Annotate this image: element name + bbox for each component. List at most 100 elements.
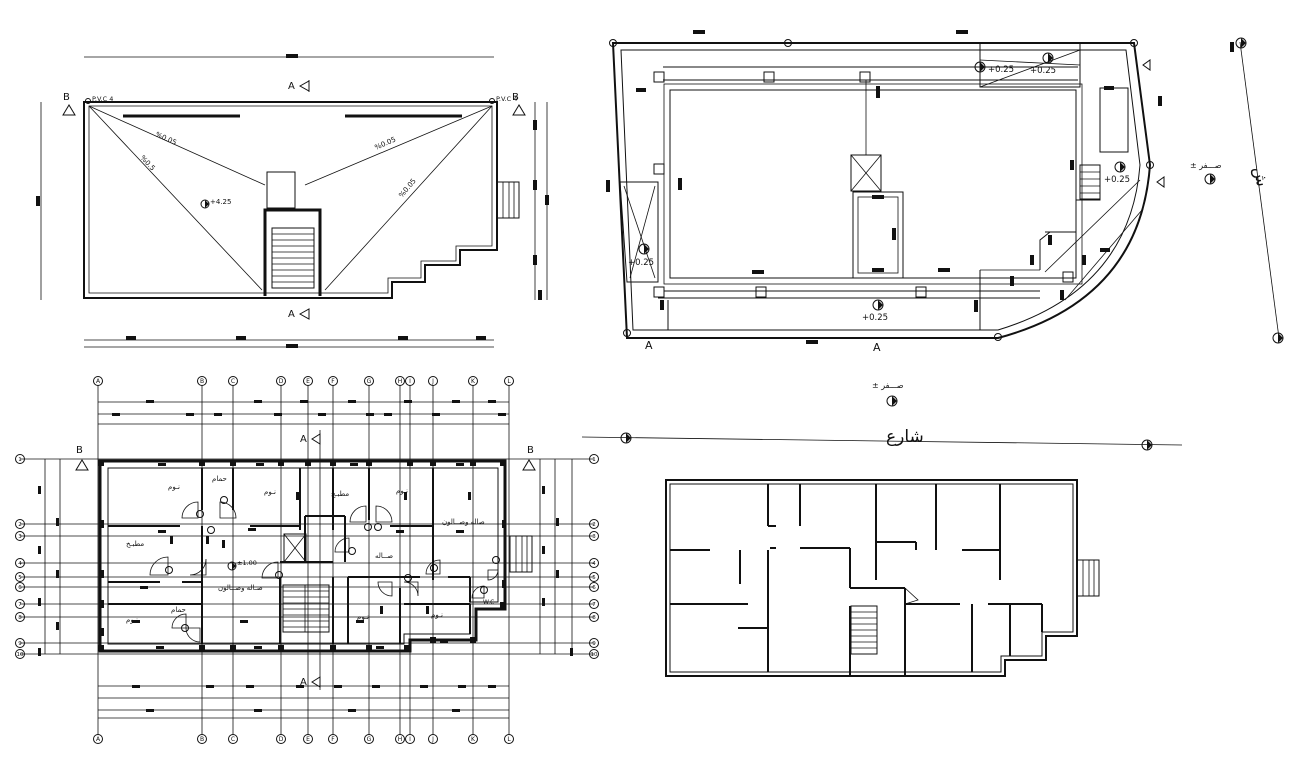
grid-label: 7 [18,602,22,608]
grid-bubbles-right [589,454,599,659]
dimension-tag [398,336,408,340]
street-line [581,436,1183,446]
roof-level-label: +4.25 [210,198,231,206]
ground-external-stair-treads [515,536,528,572]
door-swing [904,587,919,605]
site-line [1044,179,1141,273]
dimension-tag [236,336,246,340]
ground-section-A-bottom: A [300,677,307,688]
room-label-bedroom: نـوم [168,483,180,491]
grid-label: B [200,736,204,743]
grid-label: H [398,378,403,385]
grid-label: 1 [18,457,22,463]
boundary-markers [609,39,1154,341]
site-line [979,59,1081,66]
site-level-label: +0.25 [988,65,1014,75]
ground-external-stair [509,535,533,573]
slope-line [88,105,263,291]
grid-label: J [431,736,434,743]
grid-label: F [331,378,335,385]
slope-label: %0.5 [139,154,157,172]
grid-label: K [471,736,476,743]
site-street-edge [1239,41,1280,339]
grid-label: 10 [591,652,598,658]
ground-lift [283,533,307,563]
building-footprint-outer [663,83,1083,285]
wall-columns [98,460,506,651]
grid-label: K [471,378,476,385]
drain-icon [489,98,495,104]
section-marker-A-top: A [288,81,295,92]
grid-label: L [507,378,511,385]
ground-level-label: ±1.00 [237,559,257,567]
section-arrow-icon [512,104,526,116]
room-label-bedroom: نـوم [357,613,369,621]
room-label-living: صاله وصــالون [442,518,485,526]
site-section-A-left: A [645,339,653,352]
site-line [623,185,656,279]
drain-icon [85,98,91,104]
floor-outline [665,479,1078,677]
floor-external-stair [1076,559,1100,597]
street-marker-fill [1278,333,1283,343]
site-line [979,49,1081,88]
ground-floor-plan: A B C D E F G H I J K L A B C D E F G H … [15,376,599,744]
site-level-label: +0.25 [1030,66,1056,76]
grid-label: F [331,736,335,743]
site-line [850,154,882,192]
grid-label: E [306,736,310,743]
stair-treads [272,233,314,283]
grid-label: 9 [592,641,596,647]
grid-label: 8 [592,615,596,621]
site-dimension-ticks [606,30,1234,344]
grid-bubbles-bottom [93,734,514,744]
dimension-tag [545,195,549,205]
slope-line [88,105,266,186]
external-stair [496,181,520,219]
site-columns [653,71,1074,298]
site-zero-level-label: ± صـــفر [1190,161,1222,170]
grid-label: J [431,378,434,385]
grid-label: H [398,736,403,743]
site-level-label: +0.25 [862,313,888,323]
street-label: شارع [886,427,924,447]
ground-section-B-right: B [527,445,534,456]
lift-cross [283,533,307,563]
grid-label: A [96,736,101,743]
north-street-label: ش [1250,165,1272,188]
dimension-tag [538,290,542,300]
grid-labels-right: 1 2 3 4 5 6 7 8 9 10 [591,457,598,658]
room-label-kitchen: مطبـخ [126,540,144,548]
level-marker-fill [892,396,897,406]
grid-label: 5 [18,575,22,581]
ground-stair [282,584,330,633]
grid-label: 5 [592,575,596,581]
room-label-bedroom: نـوم [431,611,443,619]
level-marker-fill [205,200,209,208]
street-marker-fill [626,433,631,443]
section-marker-B-right: B [512,92,519,103]
room-label-wc: W.C [483,599,494,606]
dimension-tag [533,255,537,265]
floor-stair-treads [851,611,877,649]
section-marker-A-bottom: A [288,309,295,320]
grid-label: 9 [18,641,22,647]
grid-label: B [200,378,204,385]
grid-label: A [96,378,101,385]
floor-walls [670,484,1043,676]
grid-label: 2 [592,522,596,528]
grid-label: 3 [592,534,596,540]
grid-label: C [231,378,235,385]
grid-lines-vertical [97,385,510,735]
room-label-bathroom: حمام [171,606,186,614]
site-line [629,185,656,279]
grid-label: 4 [18,561,22,567]
street-zero-level-label: ± صـــفر [872,381,904,390]
room-label-bedroom: نـوم [264,488,276,496]
room-labels: نـوم حمام نـوم مطبـخ نـوم صاله وصــالون … [126,475,494,624]
grid-label: D [279,736,284,743]
site-level-label: +0.25 [628,258,654,268]
grid-label: C [231,736,235,743]
building-footprint [669,89,1077,279]
grid-label: 6 [18,585,22,591]
